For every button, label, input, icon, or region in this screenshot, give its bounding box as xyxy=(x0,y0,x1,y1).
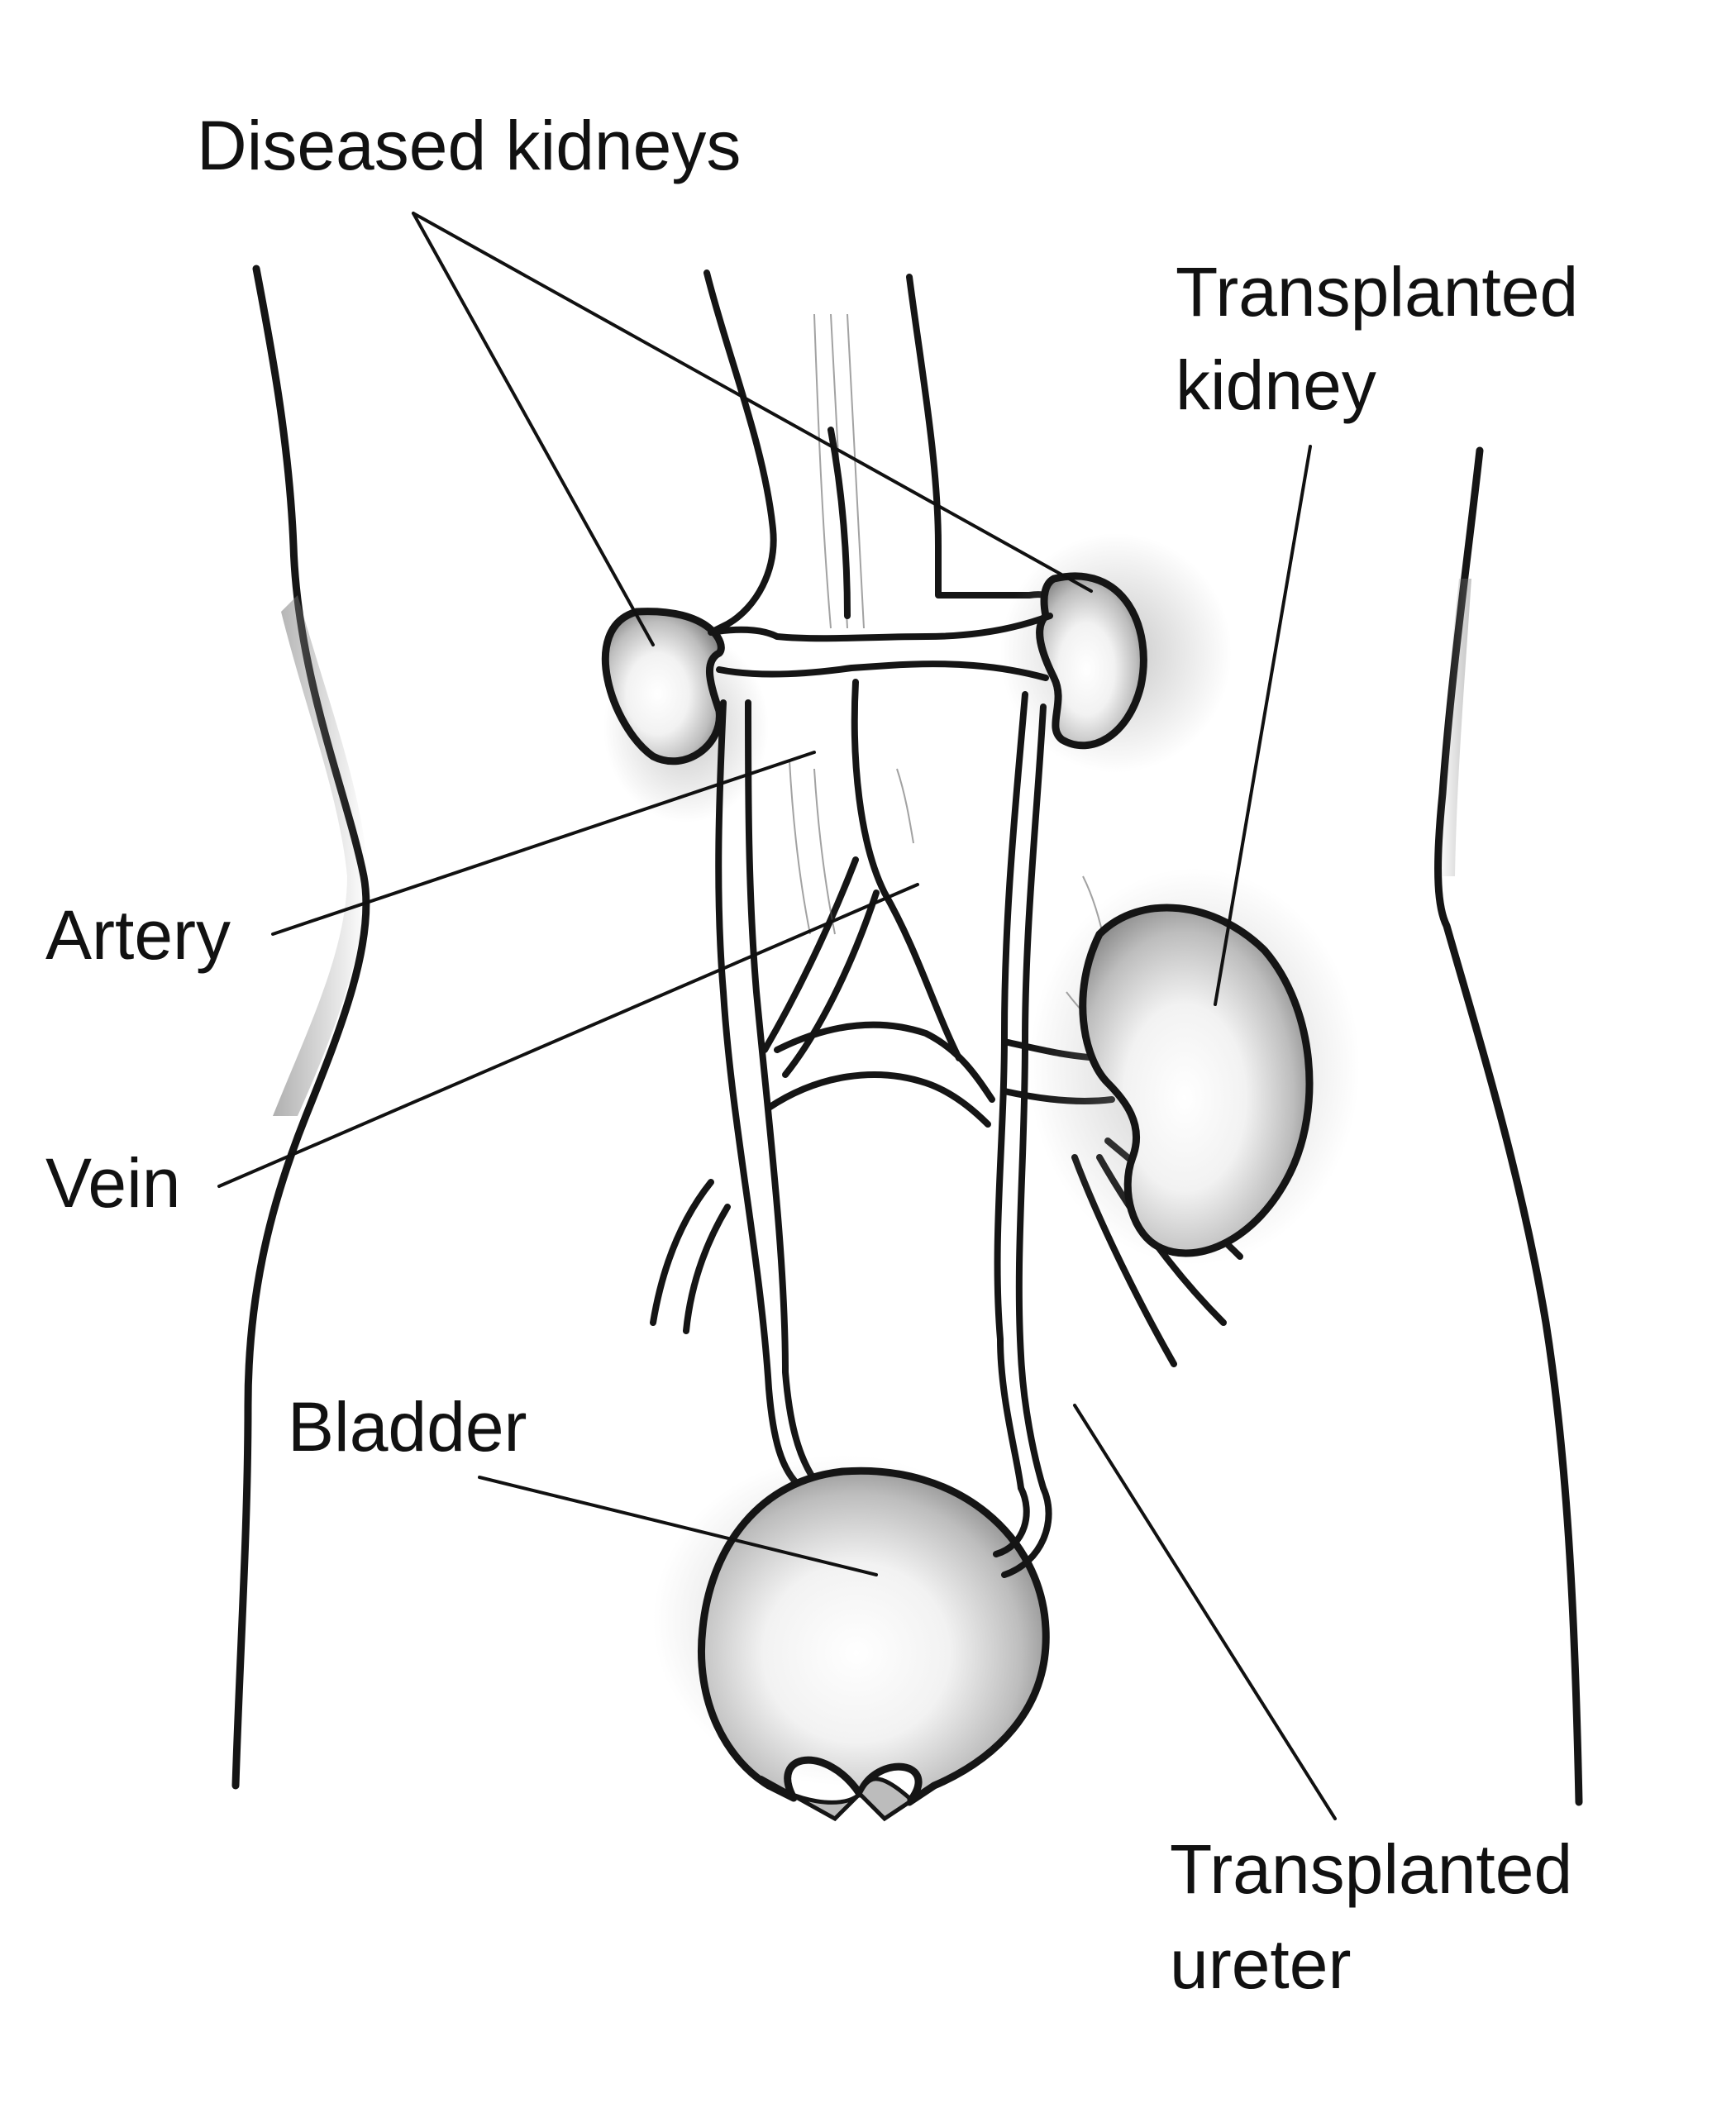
leader-vein xyxy=(217,883,919,1188)
labels: Diseased kidneys Transplanted kidney Art… xyxy=(45,107,1578,2003)
diseased-kidneys xyxy=(601,533,1232,823)
renal-vessels xyxy=(708,613,1053,681)
bladder-shape xyxy=(698,1467,1050,1806)
label-transplanted-ureter-line1: Transplanted xyxy=(1170,1830,1572,1908)
diseased-kidney-right xyxy=(1036,572,1147,750)
renal-vessel-lower xyxy=(716,661,1049,681)
external-iliac-left xyxy=(650,1179,714,1326)
label-bladder: Bladder xyxy=(288,1388,527,1466)
label-diseased-kidneys: Diseased kidneys xyxy=(197,107,741,184)
artery-branch-to-transplant xyxy=(851,679,962,1061)
iliac-vessels xyxy=(715,679,1047,1491)
label-transplanted-ureter-line2: ureter xyxy=(1170,1925,1351,2003)
torso-left-shading xyxy=(273,595,368,1116)
vein-branch-left xyxy=(761,856,859,1053)
external-iliac-left-2 xyxy=(683,1204,731,1334)
renal-vessel-upper xyxy=(708,613,1053,642)
bladder xyxy=(653,1455,1052,1822)
iliac-crossing-vessel xyxy=(774,1021,995,1103)
diseased-kidney-left xyxy=(601,608,725,765)
leader-artery xyxy=(271,751,816,936)
great-vessels xyxy=(703,269,1053,636)
label-vein: Vein xyxy=(45,1144,181,1222)
transplant-ureter-right-wall xyxy=(1015,703,1047,1491)
aorta-right-wall xyxy=(906,274,1053,600)
left-iliac-inner xyxy=(745,699,818,1483)
urethra xyxy=(759,1775,912,1822)
leader-transplanted-ureter xyxy=(1073,1404,1337,1820)
iliac-crossing-vessel-2 xyxy=(765,1071,991,1128)
label-transplanted-kidney-line2: kidney xyxy=(1176,346,1376,424)
leader-bladder xyxy=(478,1476,878,1576)
leader-diseased-kidney-right xyxy=(412,212,1093,593)
ureter-bladder-junction xyxy=(993,1485,1052,1578)
torso-outline xyxy=(231,265,1583,1806)
torso-left-side xyxy=(231,265,370,1790)
vena-cava-left-wall xyxy=(703,269,777,636)
torso-right-shading xyxy=(1438,579,1471,876)
vein-branch-left-2 xyxy=(782,889,880,1078)
leader-diseased-kidney-left xyxy=(412,212,655,646)
leader-lines xyxy=(217,212,1337,1820)
transplanted-kidney xyxy=(1029,868,1360,1265)
leader-transplanted-kidney xyxy=(1214,445,1312,1006)
aorta-center-line xyxy=(827,427,851,619)
label-transplanted-kidney-line1: Transplanted xyxy=(1176,253,1578,331)
transplant-ureter-left-wall xyxy=(994,691,1028,1491)
label-artery: Artery xyxy=(45,896,231,974)
left-iliac-outer xyxy=(715,699,805,1491)
transplanted-kidney-shape xyxy=(1079,904,1314,1257)
